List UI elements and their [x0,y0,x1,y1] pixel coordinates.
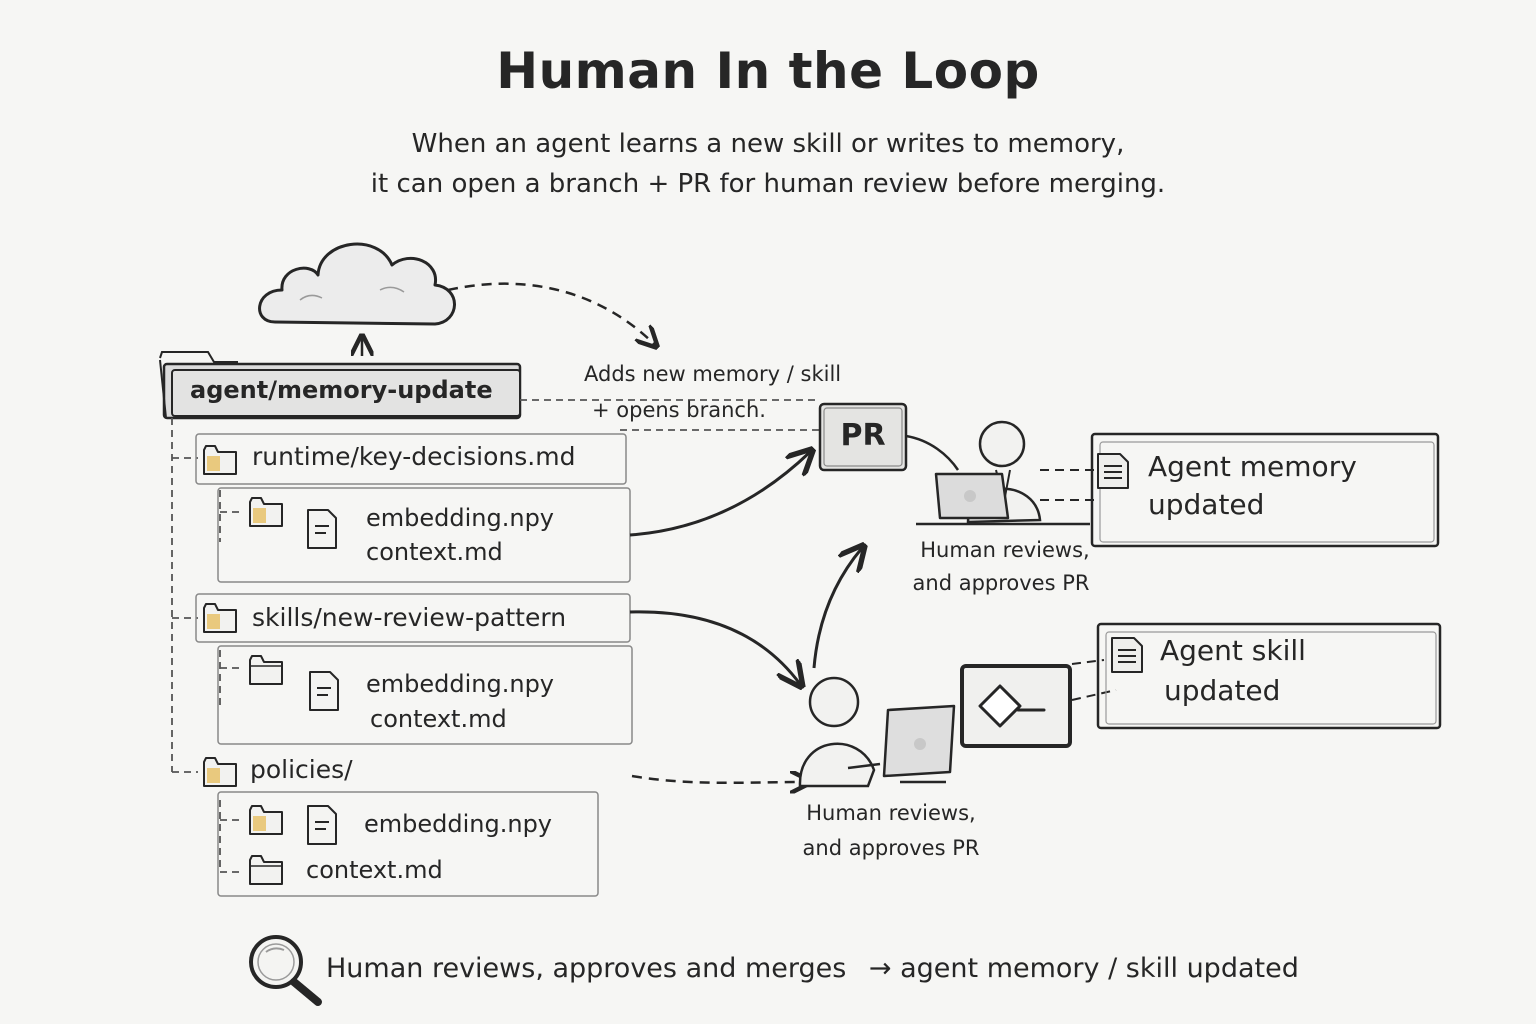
document-icon [1111,637,1143,673]
tree-folder-skills: skills/new-review-pattern [252,603,567,632]
pr-label: PR [840,418,886,453]
branch-box [159,351,522,420]
monitor-icon [882,704,956,784]
tree-folder-policies: policies/ [250,755,353,784]
file-icon [307,509,337,549]
memory-outcome-box [1090,432,1440,548]
tree-file: embedding.npy [364,810,553,838]
cloud-icon [258,242,456,326]
magnifier-icon [249,935,322,1006]
folder-icon [249,497,283,527]
reviewer-1-caption-line-2: and approves PR [912,571,1090,595]
branch-name: agent/memory-update [190,376,493,404]
tree-file: context.md [366,538,503,566]
person-icon [798,676,881,788]
tree-file: context.md [306,856,443,884]
subtitle-line-1: When an agent learns a new skill or writ… [411,129,1125,159]
laptop-icon [916,472,1090,526]
subtitle-line-2: it can open a branch + PR for human revi… [370,169,1166,199]
memory-outcome-line-2: updated [1148,488,1265,521]
page-title: Human In the Loop [496,42,1040,100]
reviewer-2-caption-line-1: Human reviews, [806,801,976,825]
folder-icon [203,603,237,633]
document-icon [1097,453,1129,489]
footer-result: agent memory / skill updated [900,953,1299,984]
skill-outcome-box [1096,622,1442,730]
skill-screen [960,664,1072,748]
tree-file: context.md [370,705,507,733]
branch-annotation-line-1: Adds new memory / skill [584,362,842,386]
folder-icon [249,655,283,685]
memory-outcome-line-1: Agent memory [1148,450,1357,483]
reviewer-2-caption-line-2: and approves PR [802,836,980,860]
branch-annotation-line-2: + opens branch. [592,398,766,422]
footer-arrow: → [868,953,892,984]
file-icon [309,671,339,711]
footer-text: Human reviews, approves and merges [326,953,847,984]
reviewer-1-caption-line-1: Human reviews, [920,538,1090,562]
folder-icon [249,805,283,835]
footer-line: Human reviews, approves and merges → age… [326,953,1299,984]
tree-folder-runtime: runtime/key-decisions.md [252,442,576,471]
folder-icon [249,855,283,885]
skill-outcome-line-2: updated [1164,674,1281,707]
file-icon [307,805,337,845]
tree-file: embedding.npy [366,504,555,532]
folder-icon [203,757,237,787]
folder-icon [203,445,237,475]
tree-file: embedding.npy [366,670,555,698]
skill-outcome-line-1: Agent skill [1160,634,1306,667]
